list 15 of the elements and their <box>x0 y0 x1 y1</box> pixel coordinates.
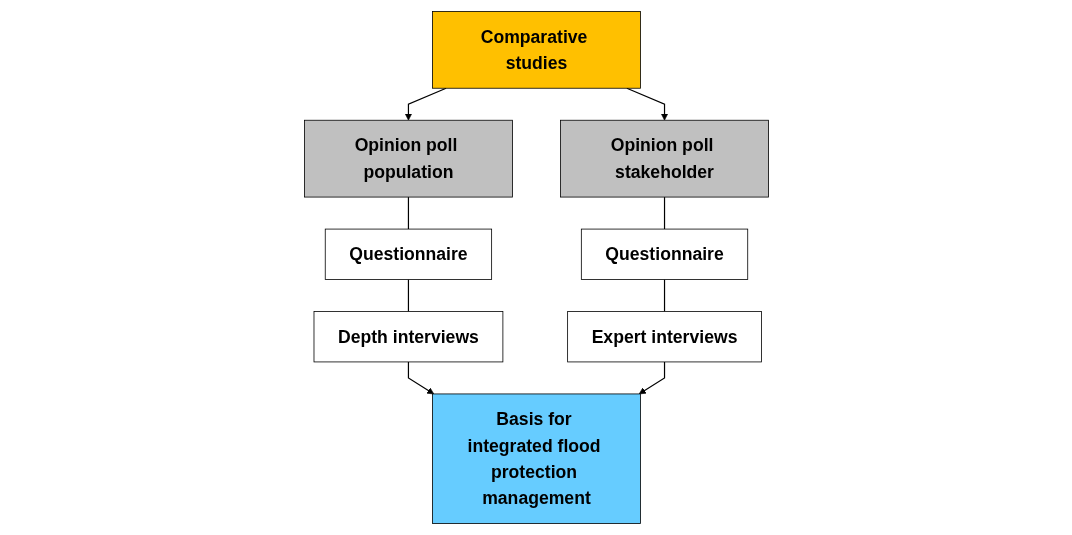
node-box: Questionnaire <box>580 228 748 280</box>
node-box: Comparative studies <box>431 11 641 89</box>
node-box: Questionnaire <box>324 228 492 280</box>
node-box: Expert interviews <box>566 311 762 363</box>
connector <box>663 196 665 230</box>
arrow <box>404 87 447 121</box>
node-box: Opinion poll population <box>303 119 513 198</box>
arrow <box>638 361 665 395</box>
node-box: Depth interviews <box>313 311 503 363</box>
node-box: Basis for integrated flood protection management <box>431 393 641 524</box>
connector <box>407 278 409 313</box>
node-box: Opinion poll stakeholder <box>559 119 769 198</box>
connector <box>407 196 409 230</box>
connector <box>663 278 665 313</box>
arrow <box>407 361 434 395</box>
